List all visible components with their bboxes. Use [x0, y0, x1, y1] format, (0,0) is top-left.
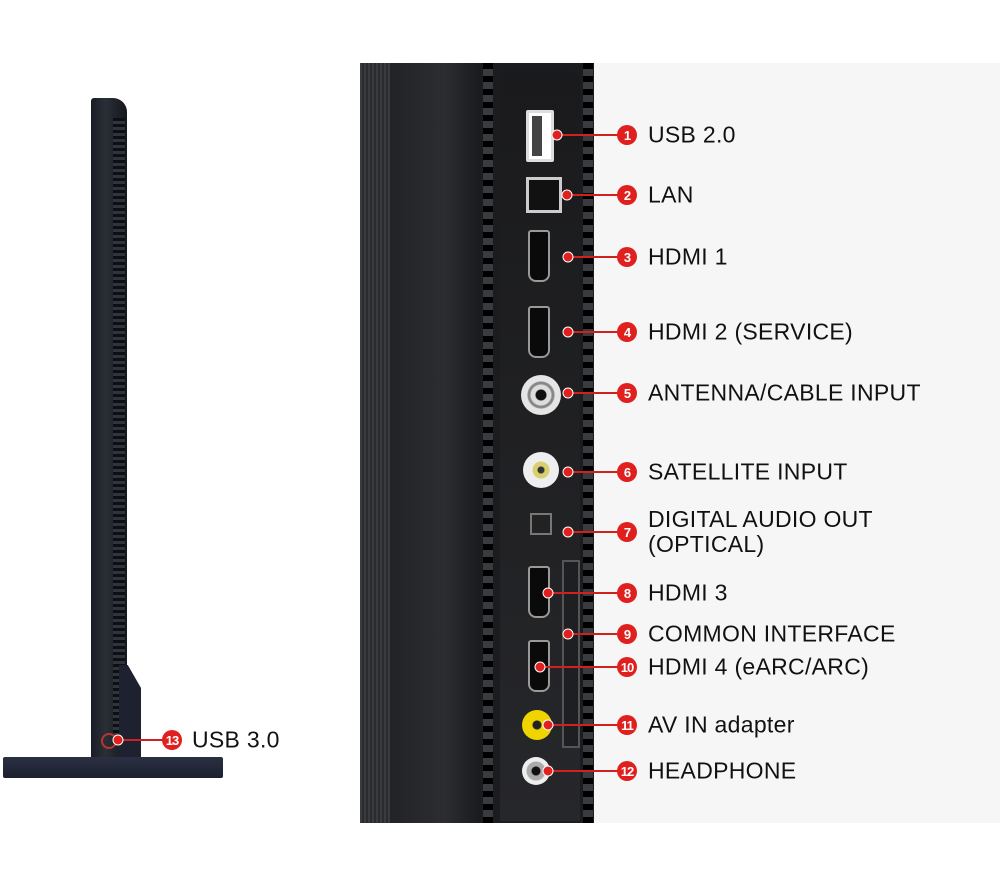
callout-number-badge: 11	[617, 715, 637, 735]
callout-dot	[562, 526, 574, 538]
callout-label: HEADPHONE	[648, 757, 797, 784]
vent-strip	[583, 63, 593, 823]
usb2-port	[526, 110, 554, 162]
antenna-port	[521, 375, 561, 415]
callout-dot	[551, 129, 563, 141]
callout-dot	[561, 189, 573, 201]
callout-line	[568, 331, 627, 333]
callout-dot	[562, 326, 574, 338]
callout-label: LAN	[648, 181, 694, 208]
callout-line	[568, 256, 627, 258]
lan-port	[526, 177, 562, 213]
callout-label: HDMI 2 (SERVICE)	[648, 318, 854, 345]
tv-side-view	[91, 98, 141, 758]
callout-number-badge: 3	[617, 247, 637, 267]
callout-line	[548, 592, 627, 594]
callout-dot	[542, 587, 554, 599]
callout-number-badge: 9	[617, 624, 637, 644]
tv-back-panel	[360, 63, 594, 823]
callout-line	[548, 770, 627, 772]
callout-label: USB 3.0	[192, 726, 280, 753]
tv-stand-neck	[119, 665, 141, 757]
callout-dot	[562, 466, 574, 478]
callout-number-badge: 12	[617, 761, 637, 781]
hdmi1-port	[528, 230, 550, 282]
callout-label: HDMI 4 (eARC/ARC)	[648, 653, 870, 680]
panel-body	[390, 63, 480, 823]
callout-dot	[562, 387, 574, 399]
callout-dot	[562, 628, 574, 640]
callout-dot	[542, 719, 554, 731]
callout-line	[118, 739, 172, 741]
callout-line	[568, 392, 627, 394]
callout-line	[568, 531, 627, 533]
tv-vents	[113, 118, 125, 738]
satellite-port	[523, 452, 559, 488]
callout-label: USB 2.0	[648, 121, 736, 148]
callout-number-badge: 8	[617, 583, 637, 603]
optical-port	[530, 513, 552, 535]
callout-number-badge: 13	[162, 730, 182, 750]
callout-line	[548, 724, 627, 726]
callout-label: AV IN adapter	[648, 711, 795, 738]
label-background	[594, 63, 1000, 823]
callout-number-badge: 6	[617, 462, 637, 482]
callout-number-badge: 1	[617, 125, 637, 145]
callout-dot	[534, 661, 546, 673]
callout-number-badge: 5	[617, 383, 637, 403]
callout-dot	[562, 251, 574, 263]
callout-line	[557, 134, 627, 136]
callout-label: DIGITAL AUDIO OUT (OPTICAL)	[648, 506, 873, 557]
tv-stand-base	[3, 757, 223, 778]
callout-line	[540, 666, 627, 668]
callout-number-badge: 10	[617, 657, 637, 677]
callout-line	[568, 633, 627, 635]
callout-label: HDMI 3	[648, 579, 728, 606]
hdmi2-port	[528, 306, 550, 358]
panel-edge	[360, 63, 390, 823]
callout-number-badge: 4	[617, 322, 637, 342]
callout-label: SATELLITE INPUT	[648, 458, 848, 485]
callout-label: HDMI 1	[648, 243, 728, 270]
callout-label: ANTENNA/CABLE INPUT	[648, 379, 921, 406]
common-interface-slot	[562, 560, 580, 748]
callout-dot	[542, 765, 554, 777]
callout-line	[568, 471, 627, 473]
callout-line	[567, 194, 627, 196]
callout-dot	[112, 734, 124, 746]
callout-number-badge: 2	[617, 185, 637, 205]
vent-strip	[483, 63, 493, 823]
callout-label: COMMON INTERFACE	[648, 620, 896, 647]
callout-number-badge: 7	[617, 522, 637, 542]
